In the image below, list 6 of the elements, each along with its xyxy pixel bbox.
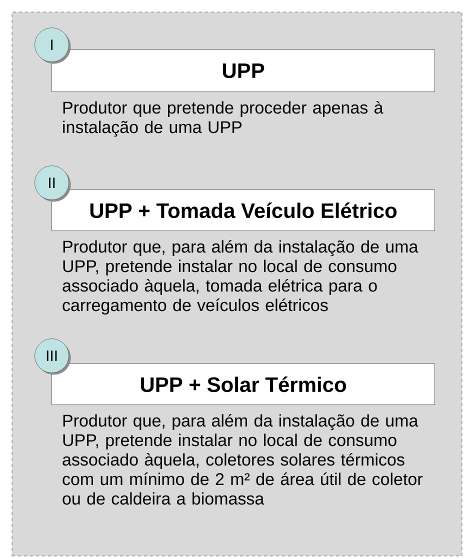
description-text: Produtor que, para além da instalação de uma UPP, pretende instalar no local de consumo associado àquela, coletores solares térmicos com um mínimo de 2 m² de área útil de coletor ou de caldeira a biomassa — [62, 414, 423, 505]
description-text: Produtor que, para além da instalação de uma UPP, pretende instalar no local de consumo associado àquela, tomada elétrica para o carregamento de veículos elétricos — [62, 240, 418, 315]
description-text: Produtor que pretende proceder apenas à instalação de uma UPP — [63, 101, 384, 137]
title-box: UPP + Tomada Veículo Elétrico — [52, 190, 435, 231]
title-box: UPP — [52, 50, 435, 92]
title-box: UPP + Solar Térmico — [52, 364, 435, 405]
